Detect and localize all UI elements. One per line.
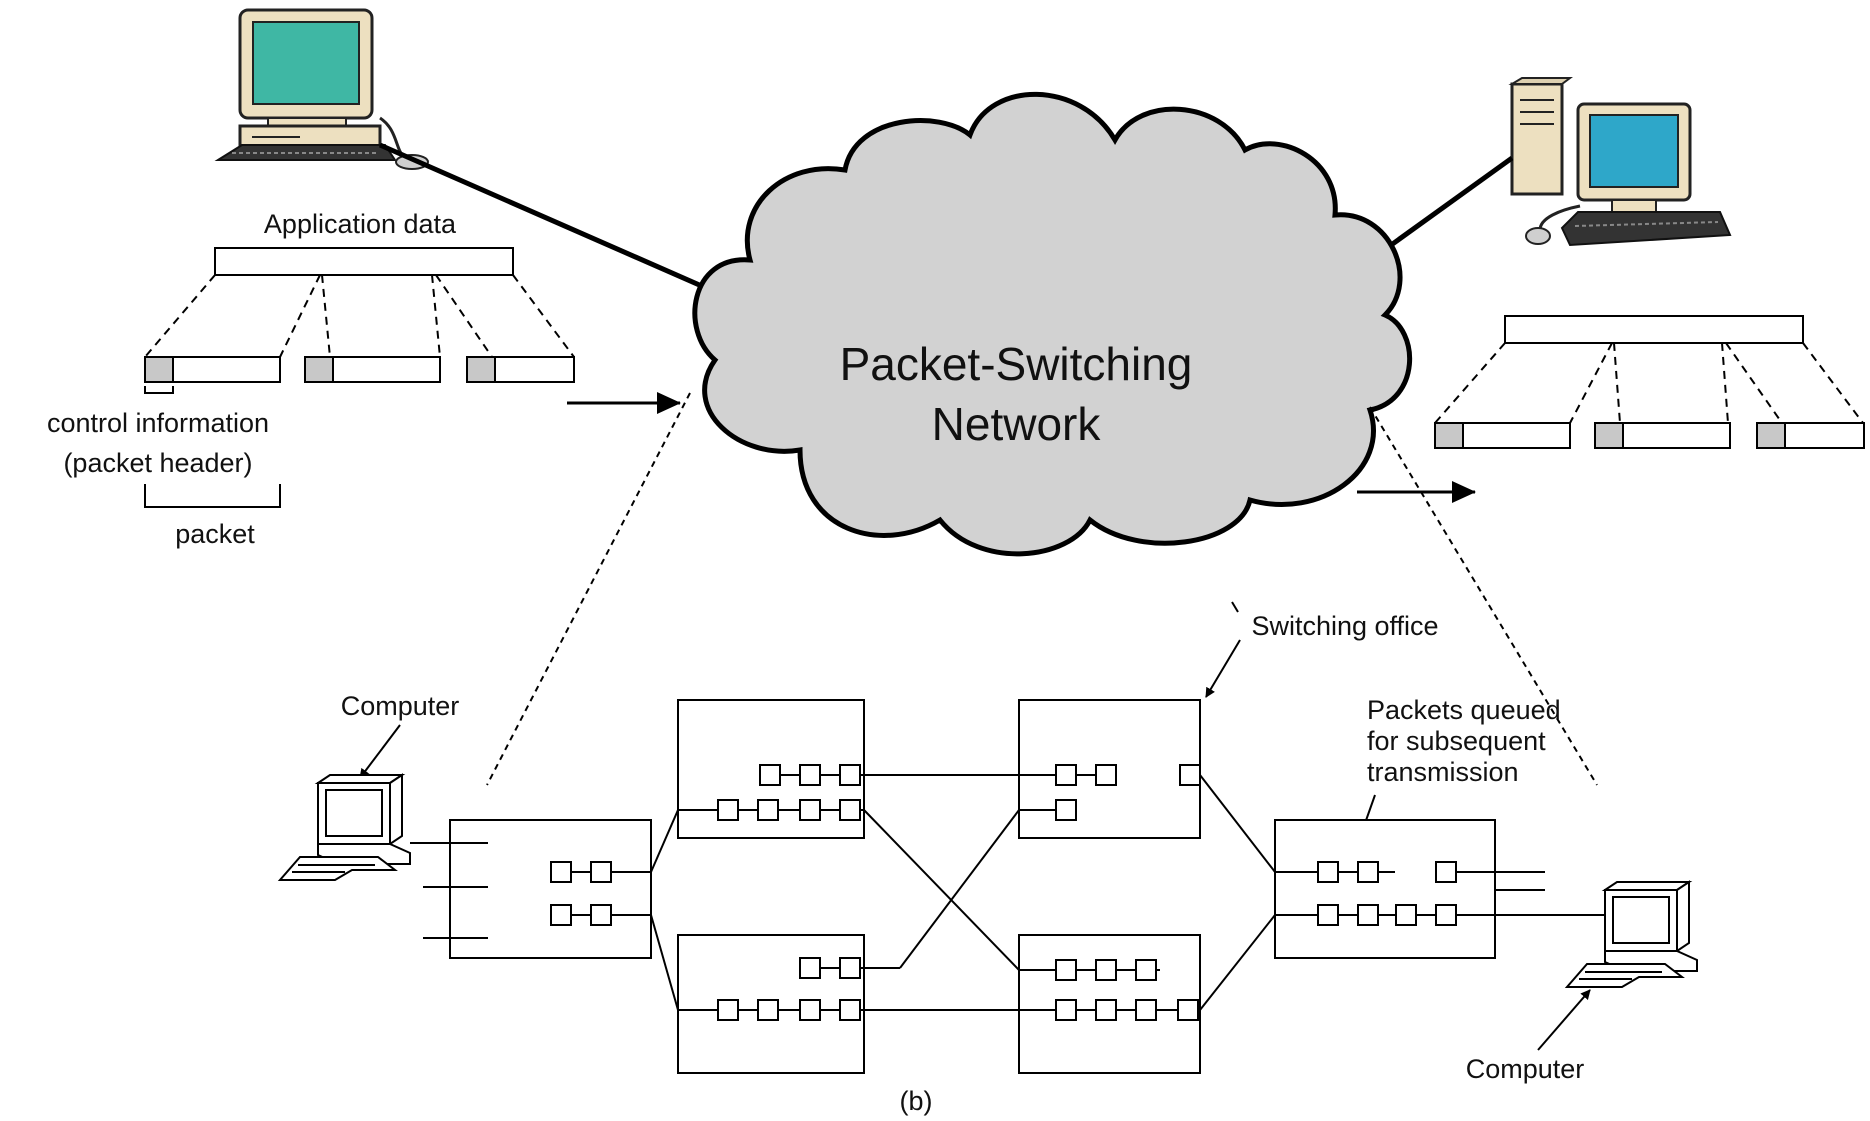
packet-bracket — [144, 484, 281, 508]
desktop-computer-right-icon — [1508, 77, 1732, 247]
computer-left-label: Computer — [341, 691, 460, 721]
packet-right-2 — [1594, 422, 1731, 449]
packet-right-1 — [1434, 422, 1571, 449]
switching-office-a — [423, 819, 652, 959]
packet-right-3 — [1756, 422, 1865, 449]
packets-queued-line3: transmission — [1367, 757, 1519, 787]
figure-caption: (b) — [900, 1086, 933, 1116]
packet-left-1 — [144, 356, 281, 383]
cloud-title-line1: Packet-Switching — [840, 338, 1193, 390]
computer-right-arrow — [1537, 989, 1591, 1051]
small-computer-left-icon — [277, 773, 485, 881]
network-links — [423, 774, 1605, 1011]
computer-right-label: Computer — [1466, 1054, 1585, 1084]
packet-header-label: (packet header) — [63, 448, 252, 478]
zoom-line-left — [486, 392, 691, 786]
desktop-computer-left-icon — [214, 8, 429, 170]
switching-office-label: Switching office — [1251, 611, 1438, 641]
control-information-label: control information — [47, 408, 269, 438]
segmentation-lines-right — [1434, 342, 1864, 424]
link-left-computer-cloud — [378, 142, 747, 308]
packet-left-3 — [466, 356, 575, 383]
packet-label: packet — [175, 519, 255, 549]
computer-left-arrow — [359, 724, 401, 779]
segmentation-lines-left — [144, 274, 575, 358]
zoom-line-right — [1369, 406, 1598, 786]
application-data-bar-left — [214, 247, 514, 276]
header-bracket — [144, 386, 174, 394]
switching-office-d — [1018, 699, 1201, 839]
application-data-label: Application data — [264, 209, 457, 239]
packets-queued-line1: Packets queued — [1367, 695, 1561, 725]
application-data-bar-right — [1504, 315, 1804, 344]
small-computer-right-icon — [1564, 880, 1698, 988]
cloud-title-line2: Network — [932, 398, 1102, 450]
switching-office-arrow — [1205, 639, 1241, 698]
switching-office-f — [1274, 819, 1496, 959]
packet-switching-cloud: Packet-Switching Network — [692, 91, 1413, 557]
switching-office-b — [677, 699, 865, 839]
packets-queued-line2: for subsequent — [1367, 726, 1546, 756]
packet-left-2 — [304, 356, 441, 383]
switching-office-c — [677, 934, 900, 1074]
switching-office-tick — [1231, 601, 1239, 613]
switching-office-e — [1018, 934, 1201, 1074]
link-cloud-right-computer — [1378, 155, 1514, 256]
